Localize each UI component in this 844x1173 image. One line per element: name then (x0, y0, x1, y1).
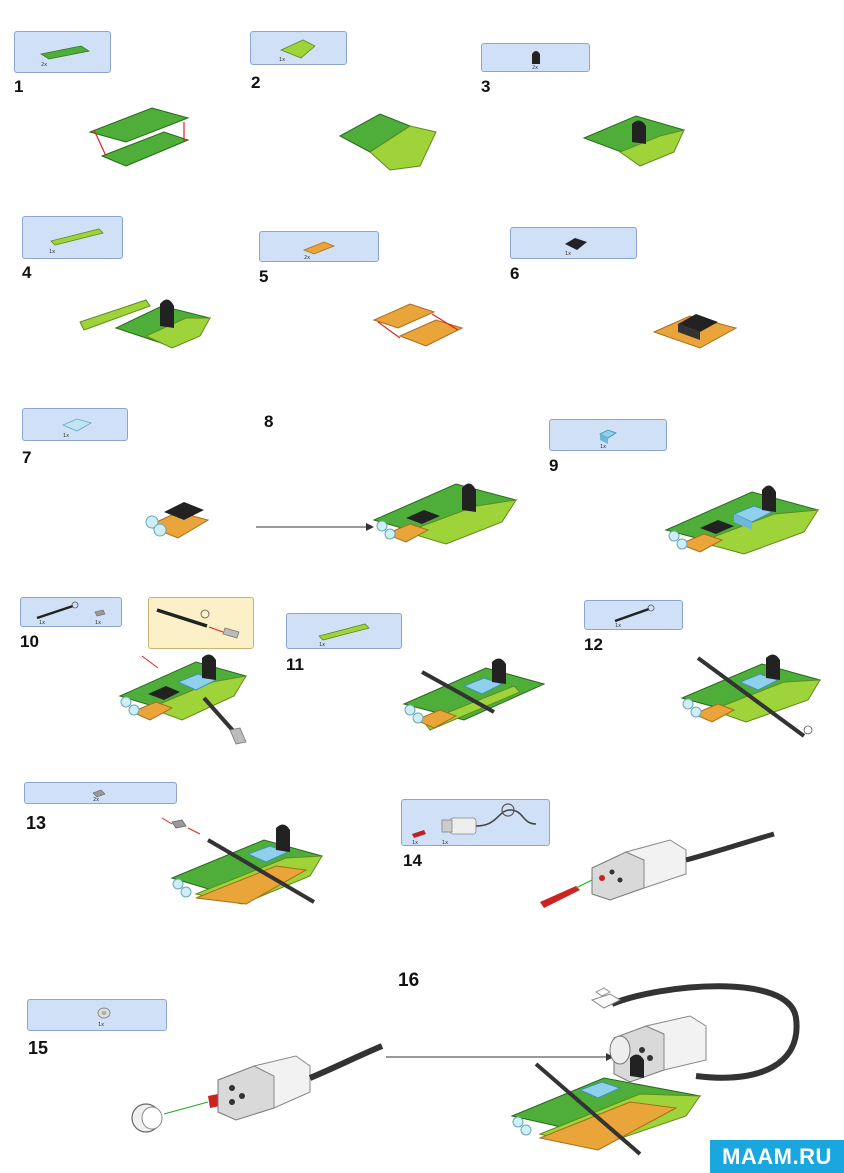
step-14-number: 14 (403, 851, 422, 870)
brick-icon (565, 238, 587, 250)
step-3-quantity: 2x (532, 65, 539, 71)
brick-icon (302, 241, 336, 255)
step-2-number: 2 (251, 73, 261, 92)
step-10-assembly (118, 654, 248, 745)
step-6-quantity: 1x (565, 251, 572, 257)
step-9-parts-callout: 1x (549, 419, 667, 451)
step-10-number: 10 (20, 632, 39, 651)
step-2-assembly (338, 113, 437, 171)
bracket-icon (532, 51, 540, 64)
step-12-number: 12 (584, 635, 603, 654)
bushing-icon (92, 789, 106, 798)
step-13-quantity: 2x (93, 797, 100, 803)
step-9-quantity: 1x (600, 444, 607, 450)
step-5-assembly (372, 303, 464, 347)
step-16-arrow (386, 1053, 614, 1061)
step-8-number: 8 (264, 412, 274, 431)
step-15-parts-callout: 1x (27, 999, 167, 1031)
step-13-parts-callout: 2x (24, 782, 177, 804)
step-15-quantity: 1x (98, 1022, 105, 1028)
step-10-parts-callout: 1x 1x (20, 597, 122, 627)
step-12-assembly (680, 654, 822, 738)
step-4-quantity: 1x (49, 249, 56, 255)
step-1-assembly (88, 107, 190, 167)
motor-icon (412, 803, 537, 838)
step-3-assembly (582, 115, 686, 167)
step-1-parts-callout: 2x (14, 31, 111, 73)
step-5-parts-callout: 2x (259, 231, 379, 262)
step-9-assembly (664, 485, 820, 555)
step-13-assembly (161, 817, 324, 905)
step-14-quantity: 1x (412, 840, 419, 846)
step-8-arrow (256, 523, 374, 531)
step-6-parts-callout: 1x (510, 227, 637, 259)
step-16-assembly (510, 983, 800, 1156)
step-7-parts-callout: 1x (22, 408, 128, 441)
step-3-parts-callout: 2x (481, 43, 590, 72)
step-5-number: 5 (259, 267, 269, 286)
step-11-assembly (402, 658, 546, 731)
step-15-number: 15 (28, 1038, 49, 1058)
step-1-quantity: 2x (41, 62, 48, 68)
step-4-assembly (79, 299, 212, 349)
wedge-plate-icon (279, 39, 316, 59)
step-7-assembly (145, 502, 210, 539)
step-14-parts-callout: 1x 1x (401, 799, 550, 846)
step-14-assembly (540, 831, 775, 908)
axle-icon (614, 604, 655, 623)
beam-icon (318, 623, 370, 641)
axle-icon (36, 601, 106, 620)
pulley-icon (97, 1007, 111, 1019)
step-10-quantity: 1x (39, 620, 46, 626)
step-5-quantity: 2x (304, 255, 311, 261)
beam-icon (50, 228, 104, 246)
cable-icon (610, 983, 800, 1081)
step-14-quantity-2: 1x (442, 840, 449, 846)
step-1-number: 1 (14, 77, 24, 96)
step-10-detail-callout (148, 597, 254, 649)
step-2-parts-callout: 1x (250, 31, 347, 65)
step-10-quantity-2: 1x (95, 620, 102, 626)
step-11-parts-callout: 1x (286, 613, 402, 649)
site-watermark: MAAM.RU (710, 1140, 844, 1173)
step-7-quantity: 1x (63, 433, 70, 439)
step-12-parts-callout: 1x (584, 600, 683, 630)
step-11-quantity: 1x (319, 642, 326, 648)
step-3-number: 3 (481, 77, 491, 96)
step-9-number: 9 (549, 456, 559, 475)
step-11-number: 11 (286, 655, 304, 674)
axle-icon (156, 608, 240, 639)
step-13-number: 13 (26, 813, 47, 833)
step-8-assembly (372, 483, 518, 545)
step-4-parts-callout: 1x (22, 216, 123, 259)
step-2-quantity: 1x (279, 57, 286, 63)
step-6-assembly (652, 314, 738, 349)
brick-icon (599, 429, 617, 444)
step-6-number: 6 (510, 264, 520, 283)
step-15-assembly (131, 1043, 384, 1133)
plate-icon (39, 45, 91, 60)
brick-icon (61, 418, 93, 432)
step-7-number: 7 (22, 448, 32, 467)
step-16-number: 16 (398, 970, 420, 991)
step-12-quantity: 1x (615, 623, 622, 629)
step-4-number: 4 (22, 263, 32, 282)
